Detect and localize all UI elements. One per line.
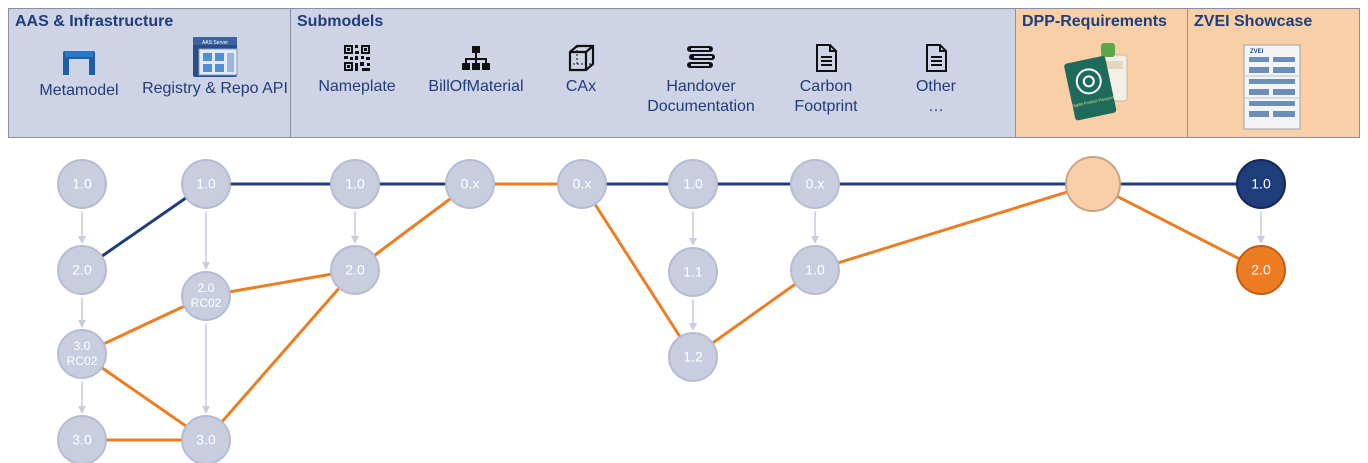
version-node-api10[interactable]: [181, 159, 231, 209]
carbon-footprint-item[interactable]: Carbon Footprint: [781, 43, 871, 117]
version-node-zv20[interactable]: [1236, 245, 1286, 295]
registry-repo-api-item[interactable]: AAS Server Registry & Repo API: [139, 35, 291, 99]
books-icon: [687, 46, 715, 68]
orange-link-cax-hd12: [580, 182, 695, 359]
metamodel-item[interactable]: Metamodel: [29, 45, 129, 101]
cabinet-icon[interactable]: ZVEI: [1240, 43, 1304, 133]
version-node-hd12[interactable]: [668, 332, 718, 382]
other-item[interactable]: Other …: [901, 43, 971, 117]
dpp-requirements-title: DPP-Requirements: [1022, 13, 1167, 30]
nameplate-label: Nameplate: [318, 78, 396, 95]
nameplate-item[interactable]: Nameplate: [307, 43, 407, 97]
document-icon: [816, 44, 837, 72]
zvei-icon-text: ZVEI: [1250, 49, 1264, 55]
cax-label: CAx: [565, 78, 597, 95]
carbon-footprint-label: Carbon Footprint: [794, 78, 858, 115]
version-node-cf10[interactable]: [790, 245, 840, 295]
digital-product-passport-icon[interactable]: Digital Product Passport: [1061, 41, 1141, 125]
version-node-cf0x[interactable]: [790, 159, 840, 209]
table-icon: [63, 51, 95, 75]
aas-infrastructure-panel: AAS & Infrastructure Metamodel AAS Serve…: [8, 8, 291, 138]
registry-repo-api-label: Registry & Repo API: [142, 80, 288, 97]
aas-infrastructure-title: AAS & Infrastructure: [15, 13, 174, 30]
version-node-np10[interactable]: [330, 159, 380, 209]
dpp-requirements-panel: DPP-Requirements Digital Product Passpor…: [1015, 8, 1188, 138]
server-windows-icon: AAS Server: [193, 37, 238, 77]
version-node-hd10[interactable]: [668, 159, 718, 209]
version-node-cax[interactable]: [557, 159, 607, 209]
version-node-mm10[interactable]: [57, 159, 107, 209]
orange-link-cf10-dpp: [813, 182, 1095, 272]
handover-documentation-label: Handover Documentation: [647, 78, 755, 115]
aas-server-icon-text: AAS Server: [202, 40, 228, 46]
version-node-hd11[interactable]: [668, 247, 718, 297]
orange-link-api20rc-np20: [204, 268, 357, 298]
orange-link-api30-np20: [204, 268, 357, 442]
blue-link-mm20-api10: [80, 182, 208, 272]
version-node-api30[interactable]: [181, 415, 231, 463]
submodels-panel: Submodels Nameplate BillO: [290, 8, 1016, 138]
orange-link-mm30rc-api30: [80, 352, 208, 442]
version-node-np20[interactable]: [330, 245, 380, 295]
billofmaterial-item[interactable]: BillOfMaterial: [413, 43, 539, 97]
zvei-showcase-panel: ZVEI Showcase ZVEI: [1187, 8, 1360, 138]
version-node-zv10[interactable]: [1236, 159, 1286, 209]
handover-documentation-item[interactable]: Handover Documentation: [636, 43, 766, 117]
version-node-dpp[interactable]: [1065, 156, 1121, 212]
version-node-api20rc[interactable]: [181, 271, 231, 321]
version-node-mm20[interactable]: [57, 245, 107, 295]
version-node-bom[interactable]: [445, 159, 495, 209]
hierarchy-icon: [462, 46, 490, 70]
qr-code-icon: [344, 45, 370, 71]
orange-link-dpp-zv20: [1091, 182, 1263, 272]
cax-item[interactable]: CAx: [551, 43, 611, 97]
version-node-mm30[interactable]: [57, 415, 107, 463]
document-icon: [926, 44, 947, 72]
zvei-showcase-title: ZVEI Showcase: [1194, 13, 1313, 30]
billofmaterial-label: BillOfMaterial: [428, 78, 524, 95]
cube-icon: [568, 44, 595, 72]
version-node-mm30rc[interactable]: [57, 329, 107, 379]
submodels-title: Submodels: [297, 13, 384, 30]
other-label: Other …: [915, 78, 956, 115]
metamodel-label: Metamodel: [39, 82, 119, 99]
